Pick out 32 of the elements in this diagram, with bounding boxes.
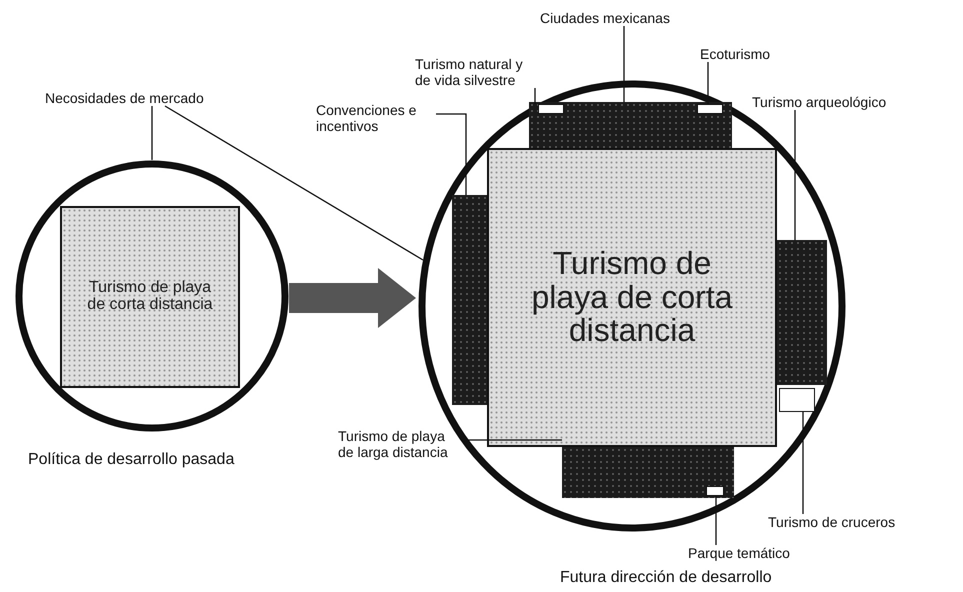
leader-line <box>707 62 709 104</box>
leader-line <box>164 105 424 261</box>
circle-outline <box>15 160 289 432</box>
callout-label: Ecoturismo <box>700 46 770 62</box>
segment-bar <box>777 240 827 385</box>
segment-bar <box>529 102 732 148</box>
leader-line <box>715 496 717 545</box>
segment-notch <box>538 104 564 114</box>
segment-bar <box>452 195 487 405</box>
diagram-caption: Política de desarrollo pasada <box>28 452 234 468</box>
callout-label: Turismo natural y de vida silvestre <box>415 56 537 88</box>
leader-line <box>151 106 153 160</box>
callout-label: Turismo de cruceros <box>768 514 896 530</box>
callout-label: Necosidades de mercado <box>45 90 204 106</box>
segment-notch <box>706 486 724 496</box>
segment-notch <box>697 104 723 114</box>
callout-label: Convenciones e incentivos <box>316 102 436 134</box>
leader-line <box>623 26 625 102</box>
category-box: Turismo de playa de corta distancia <box>60 206 240 388</box>
diagram-caption: Futura dirección de desarrollo <box>560 570 772 586</box>
leader-line <box>794 110 796 240</box>
leader-line <box>534 88 536 104</box>
category-box: Turismo de playa de corta distancia <box>487 148 777 447</box>
callout-label: Turismo de playa de larga distancia <box>338 428 464 460</box>
callout-label: Turismo arqueológico <box>752 94 886 110</box>
segment-bar <box>562 447 734 498</box>
callout-label: Ciudades mexicanas <box>540 10 670 26</box>
callout-label: Parque temático <box>688 545 790 561</box>
segment-notch <box>779 388 815 412</box>
block-arrow <box>289 268 416 328</box>
leader-line <box>436 113 467 195</box>
leader-line <box>802 412 804 514</box>
